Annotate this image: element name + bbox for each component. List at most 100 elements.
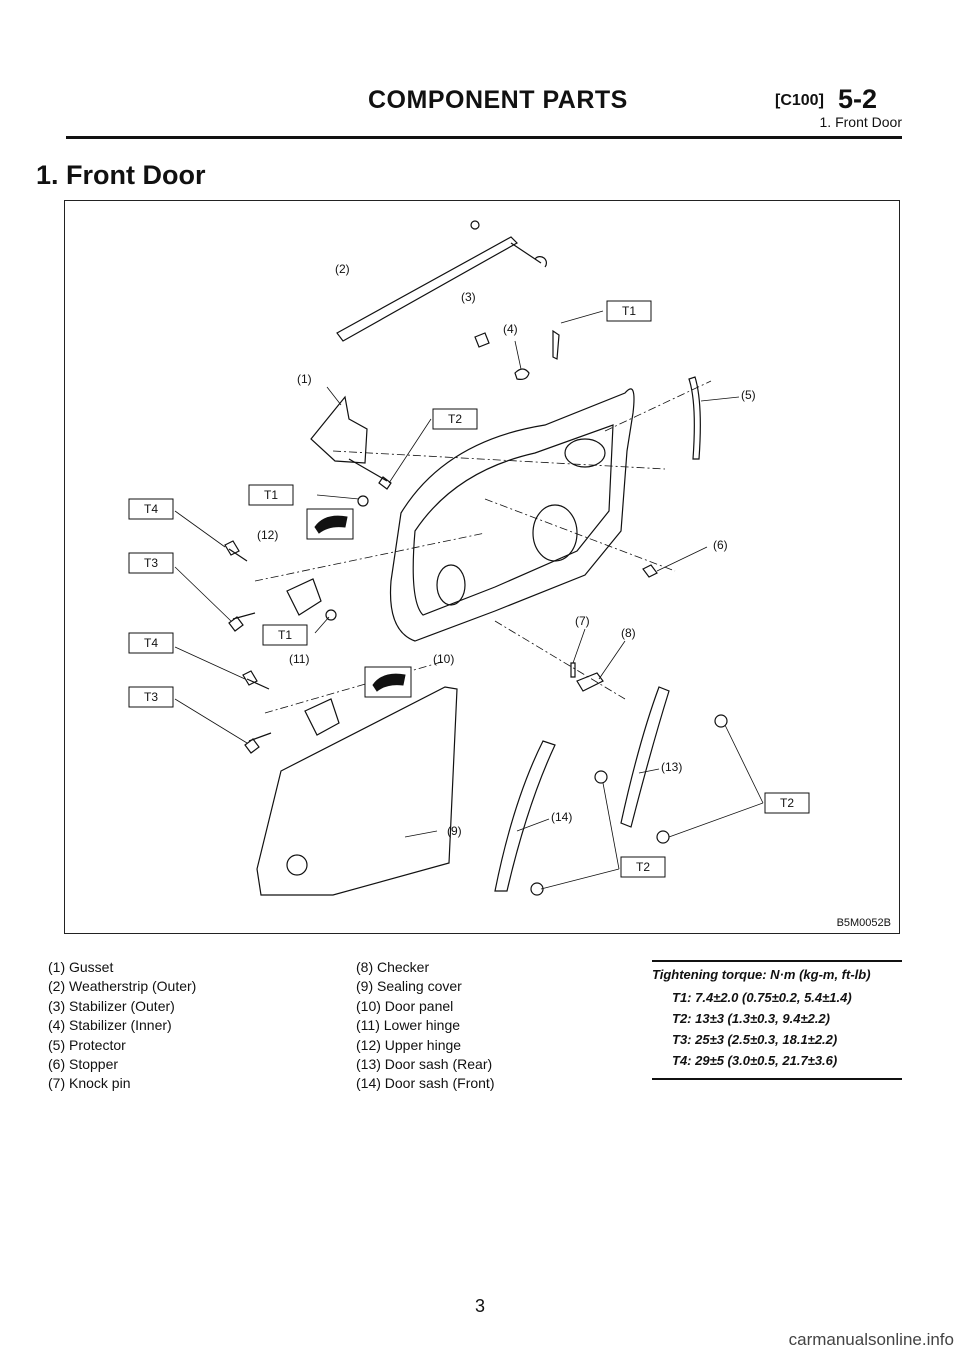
nut-gusset: [357, 495, 369, 507]
callout-label: (2): [335, 262, 350, 276]
callout-label: (6): [713, 538, 728, 552]
torque-box-label: T3: [144, 556, 158, 570]
leader-t1-gusset: [316, 494, 360, 500]
torque-box-label: T1: [278, 628, 292, 642]
callout-label: (9): [447, 824, 462, 838]
torque-box-label: T4: [144, 502, 158, 516]
torque-box: T4: [128, 632, 174, 654]
torque-box: T3: [128, 552, 174, 574]
sealing-cover-part: [256, 686, 458, 896]
bolt-t4-upper: [224, 540, 248, 562]
legend-item: (3) Stabilizer (Outer): [48, 997, 175, 1014]
callout-label: (13): [661, 760, 682, 774]
stabilizer-outer-part: [474, 332, 490, 348]
watermark: carmanualsonline.info: [788, 1330, 954, 1349]
protector-part: [688, 376, 701, 460]
guide-line-4: [484, 498, 676, 572]
torque-boxes: T1 T2 T1 T4 T3 T1 T4 T3 T2 T2: [128, 300, 810, 878]
legend-item: (8) Checker: [356, 959, 430, 975]
callout-label: (12): [257, 528, 278, 542]
guide-line-2: [254, 532, 486, 582]
legend-item: (1) Gusset: [48, 959, 114, 975]
bolt-gusset: [348, 458, 392, 490]
knock-pin-part: [570, 662, 576, 678]
legend-item: (5) Protector: [48, 1036, 126, 1053]
leader-t1-top: [560, 310, 604, 324]
legend-item: (12) Upper hinge: [356, 1036, 462, 1053]
weatherstrip-outer-part: [336, 236, 518, 342]
legend-item: (10) Door panel: [356, 997, 454, 1014]
leader-sealing: [404, 830, 438, 838]
leader-stopper: [656, 546, 708, 572]
torque-box: T2: [764, 792, 810, 814]
stopper-part: [642, 564, 658, 578]
torque-bottom-rule: [652, 1078, 902, 1080]
nut-sash-front-b: [530, 882, 544, 896]
lower-hinge-part: [304, 698, 340, 736]
torque-spec-block: Tightening torque: N·m (kg-m, ft-lb) T1:…: [652, 960, 902, 1080]
leader-t3-upper: [174, 566, 232, 622]
guide-line-1: [332, 450, 666, 470]
torque-box-label: T1: [622, 304, 636, 318]
legend-item: (7) Knock pin: [48, 1075, 131, 1092]
clip-top: [470, 220, 480, 230]
callout-label: (14): [551, 810, 572, 824]
leader-t3-lower: [174, 698, 248, 744]
callout-label: (11): [289, 652, 309, 666]
gusset-part: [310, 395, 368, 464]
bolt-t4-lower: [242, 670, 270, 690]
front-door-exploded-diagram: T1 T2 T1 T4 T3 T1 T4 T3 T2 T2 (2) (3) (4…: [128, 220, 810, 896]
leader-protector: [700, 396, 740, 402]
legend-item: (14) Door sash (Front): [356, 1075, 495, 1092]
torque-box-label: T3: [144, 690, 158, 704]
torque-box: T1: [262, 624, 308, 646]
bolt-t3-lower: [244, 732, 272, 754]
door-panel-hole-3: [436, 564, 466, 606]
torque-line: T3: 25±3 (2.5±0.3, 18.1±2.2): [672, 1032, 838, 1047]
part-callouts: (2) (3) (4) (1) (5) (12) (6) (7) (8) (11…: [257, 262, 756, 838]
callout-label: (3): [461, 290, 476, 304]
torque-box-label: T4: [144, 636, 158, 650]
door-panel-inner: [412, 424, 614, 616]
section-title: 1. Front Door: [36, 160, 206, 190]
leader-knockpin: [572, 628, 586, 664]
torque-title: Tightening torque: N·m (kg-m, ft-lb): [652, 967, 871, 982]
callout-label: (5): [741, 388, 756, 402]
torque-box-label: T2: [780, 796, 794, 810]
torque-box: T4: [128, 498, 174, 520]
torque-box: T2: [432, 408, 478, 430]
callout-label: (4): [503, 322, 518, 336]
legend-item: (13) Door sash (Rear): [356, 1056, 493, 1073]
torque-box: T1: [606, 300, 652, 322]
guide-line-3: [264, 660, 446, 714]
leader-checker: [598, 640, 626, 680]
legend-item: (6) Stopper: [48, 1056, 119, 1073]
door-sash-rear-part: [620, 686, 670, 828]
leader-sash-rear: [638, 768, 660, 774]
upper-hinge-part: [286, 578, 322, 616]
legend-item: (9) Sealing cover: [356, 978, 462, 995]
door-panel-part: [389, 388, 635, 642]
header-code: [C100]: [775, 92, 824, 109]
header-section-number: 5-2: [838, 84, 878, 114]
leader-t2-front: [540, 782, 620, 890]
leader-t1-hinge: [314, 616, 330, 634]
wrench-icon-upper: [314, 515, 348, 534]
torque-box: T2: [620, 856, 666, 878]
sealing-cover-hole: [286, 854, 308, 876]
door-panel-hole-1: [564, 438, 606, 468]
door-sash-front-part: [494, 740, 556, 892]
torque-box: T3: [128, 686, 174, 708]
legend-item: (2) Weatherstrip (Outer): [48, 978, 197, 995]
torque-line: T2: 13±3 (1.3±0.3, 9.4±2.2): [672, 1011, 830, 1026]
guide-line-5: [494, 620, 626, 700]
stabilizer-inner-part: [514, 368, 530, 380]
leader-t4-lower: [174, 646, 246, 680]
bolt-t3-upper: [228, 612, 256, 632]
torque-top-rule: [652, 960, 902, 962]
callout-label: (1): [297, 372, 312, 386]
callout-label: (10): [433, 652, 454, 666]
screw-top-right: [510, 242, 547, 268]
nut-sash-front-a: [594, 770, 608, 784]
bolt-t1-top: [552, 329, 560, 360]
